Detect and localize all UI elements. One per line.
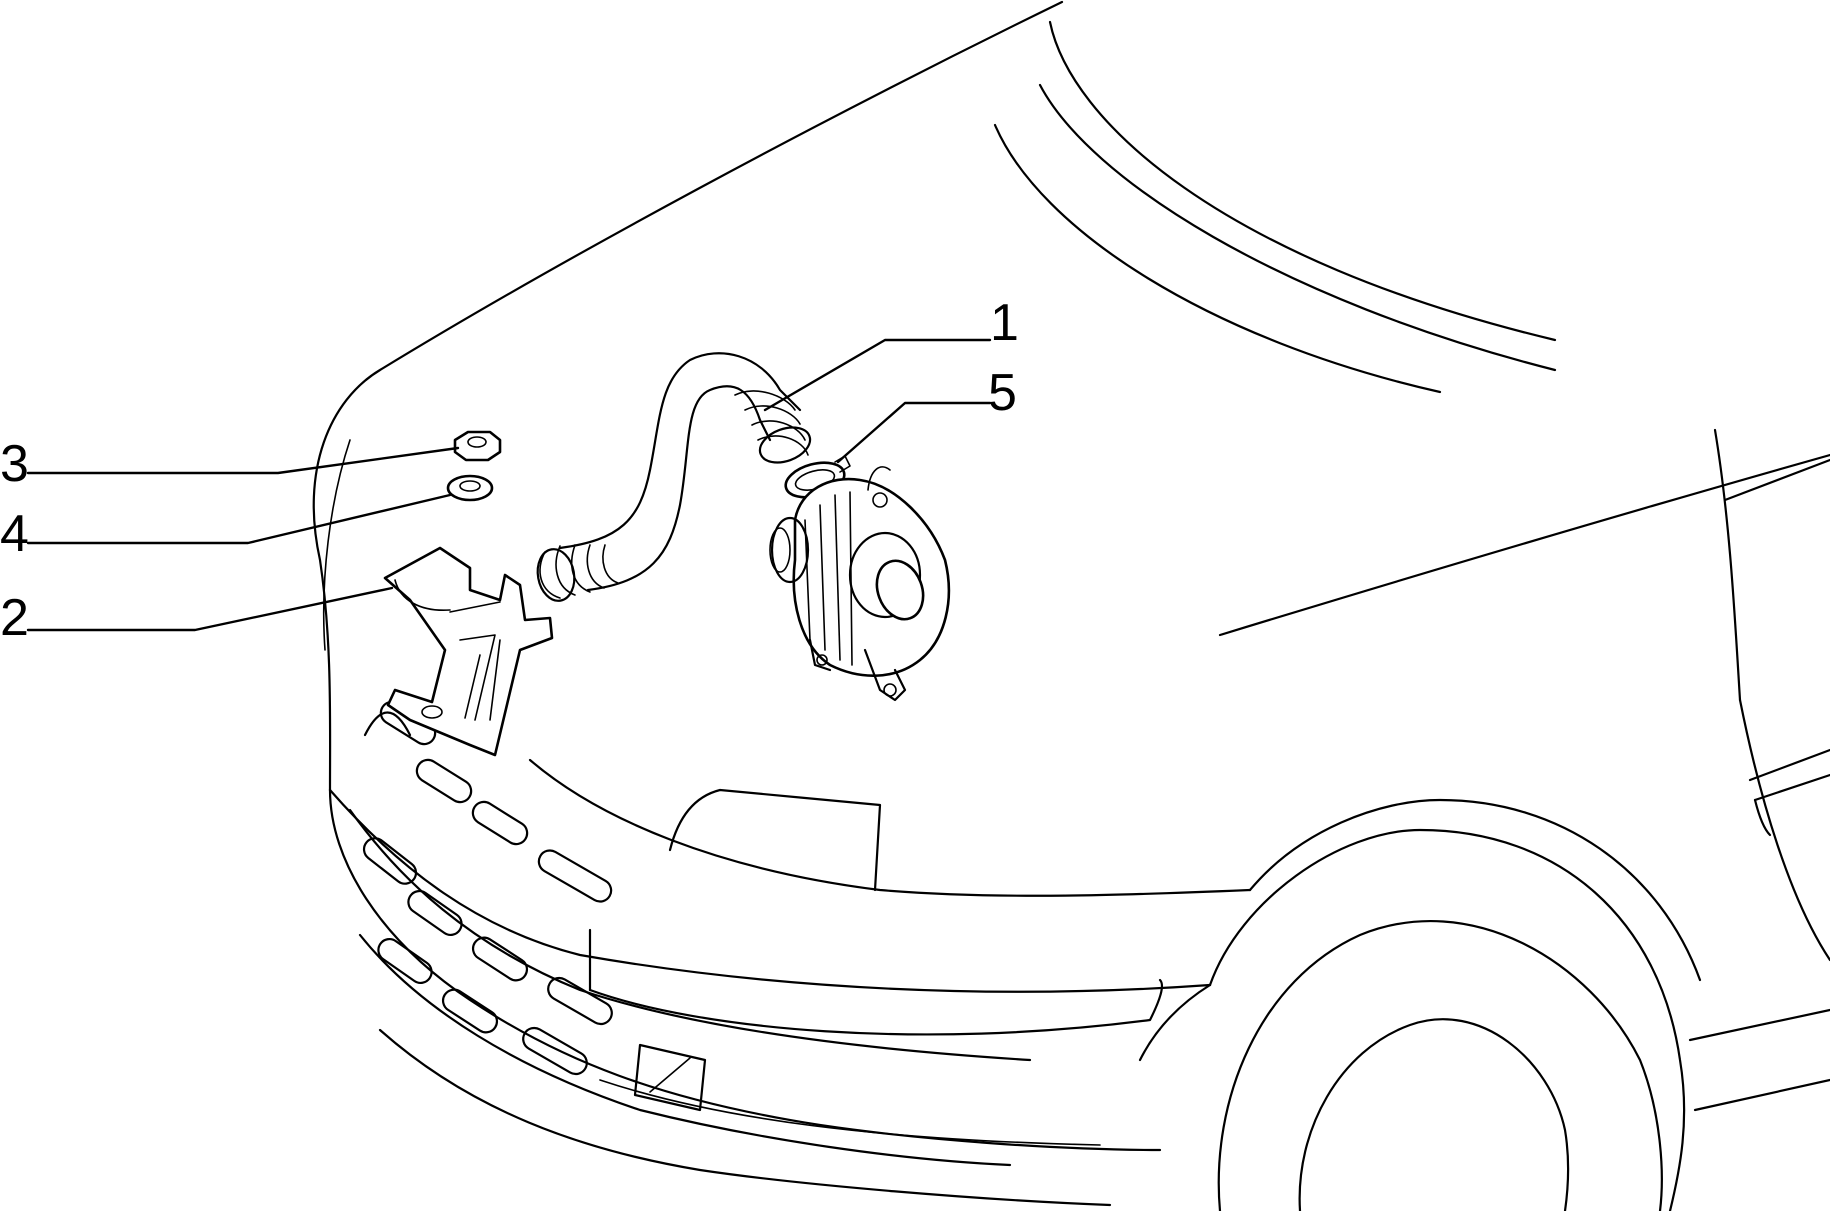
grille-slots	[362, 700, 707, 1112]
hose-part-1	[536, 352, 812, 602]
callout-3: 3	[0, 435, 29, 493]
leader-5	[836, 401, 992, 464]
callout-5: 5	[988, 364, 1017, 422]
leader-2	[26, 586, 394, 632]
bracket-part-2	[383, 546, 554, 757]
callout-labels: 1 5 3 4 2	[0, 294, 1019, 647]
leader-3	[26, 446, 460, 475]
callout-2: 2	[0, 589, 29, 647]
nut-part-3	[453, 430, 502, 462]
callout-1: 1	[990, 294, 1019, 352]
hose-corrugation-lower	[536, 544, 619, 602]
hose-corrugation-upper	[734, 390, 812, 464]
leader-lines	[26, 338, 992, 632]
washer-part-4	[446, 474, 494, 502]
leader-4	[26, 493, 452, 545]
callout-4: 4	[0, 505, 29, 563]
car-body	[312, 0, 1830, 1211]
alternator	[769, 466, 951, 702]
leader-1	[763, 338, 992, 412]
